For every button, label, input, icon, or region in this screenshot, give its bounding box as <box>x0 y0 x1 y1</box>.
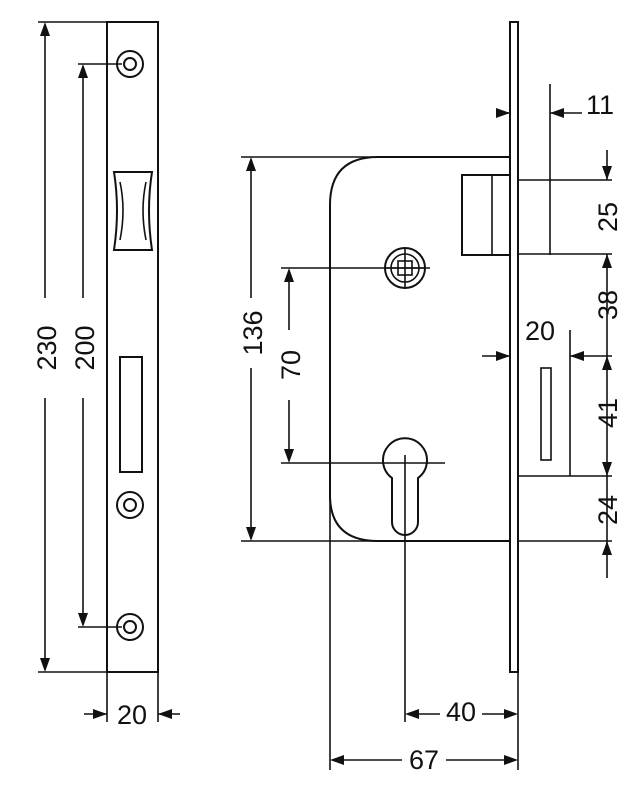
dimension-label-41: 41 <box>593 398 623 428</box>
dimension-bolt-to-bottom: 24 <box>518 476 623 578</box>
lock-case-outline <box>329 156 510 542</box>
dimension-label-67: 67 <box>409 745 439 775</box>
dimension-label-20-bolt: 20 <box>525 316 555 346</box>
middle-screw-hole <box>116 491 144 519</box>
latch-bolt-front <box>112 171 154 251</box>
dimension-latch-to-bolt: 38 <box>593 254 623 356</box>
dimension-label-11: 11 <box>586 90 614 120</box>
dimension-label-70: 70 <box>276 350 306 380</box>
deadbolt-front <box>119 356 143 473</box>
dimension-screw-spacing: 200 <box>70 63 122 628</box>
dimension-label-38: 38 <box>593 290 623 320</box>
dimension-faceplate-width: 20 <box>84 672 180 730</box>
dimension-bolt-projection: 20 <box>482 316 612 476</box>
dimension-label-136: 136 <box>238 310 268 355</box>
dimension-case-depth: 67 <box>329 495 518 775</box>
dimension-label-20-width: 20 <box>117 700 147 730</box>
lock-body-side-view <box>329 21 552 673</box>
dimension-case-height: 136 <box>238 156 510 542</box>
dimension-latch-projection: 11 <box>496 84 614 255</box>
dimension-backset: 40 <box>404 455 519 770</box>
faceplate-outline <box>106 21 159 673</box>
dimension-label-40: 40 <box>446 697 476 727</box>
dimension-faceplate-length: 230 <box>32 21 107 673</box>
dimension-latch-height: 25 <box>518 150 623 268</box>
dimension-label-25: 25 <box>593 202 623 232</box>
cylinder-keyhole <box>382 437 428 536</box>
dimension-label-230: 230 <box>32 325 62 370</box>
dimension-label-200: 200 <box>70 325 100 370</box>
latch-bolt-side <box>461 174 511 256</box>
dimension-bolt-height: 41 <box>518 356 623 477</box>
faceplate-front-view <box>106 21 159 673</box>
deadbolt-slot <box>540 367 552 461</box>
side-faceplate <box>509 21 519 673</box>
dimension-label-24: 24 <box>593 495 623 525</box>
dimension-centre-distance: 70 <box>276 267 445 464</box>
